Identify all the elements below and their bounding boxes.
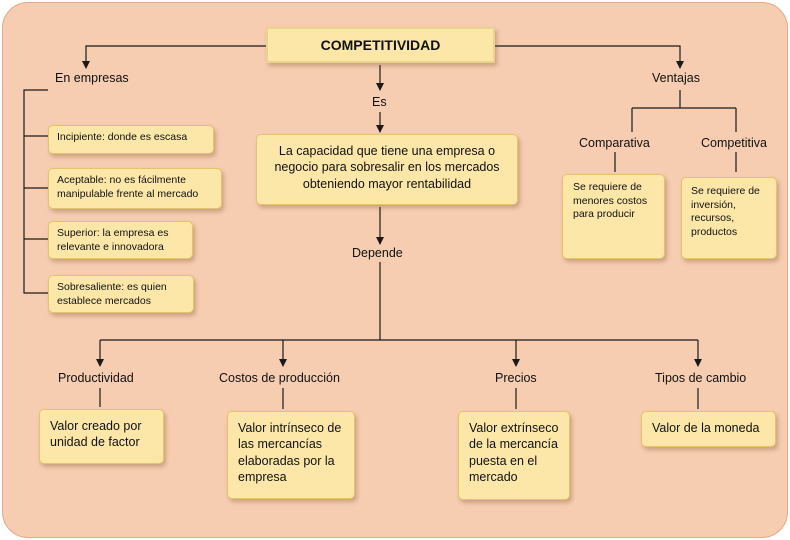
costos-produccion-text: Valor intrínseco de las mercancías elabo… (238, 421, 342, 484)
label-competitiva: Competitiva (701, 136, 767, 150)
label-comparativa: Comparativa (579, 136, 650, 150)
connector-title-to-ventajas (495, 45, 684, 69)
main-title: COMPETITIVIDAD (320, 36, 441, 53)
precios-text: Valor extrínseco de la mercancía puesta … (469, 421, 559, 484)
level-superior-box: Superior: la empresa es relevante e inno… (48, 221, 193, 259)
level-incipiente-text: Incipiente: donde es escasa (57, 131, 188, 143)
productividad-box: Valor creado por unidad de factor (39, 409, 164, 464)
connector-empresas-bracket (23, 89, 48, 294)
level-incipiente-box: Incipiente: donde es escasa (48, 125, 214, 154)
level-sobresaliente-text: Sobresaliente: es quien establece mercad… (57, 281, 167, 307)
precios-box: Valor extrínseco de la mercancía puesta … (458, 411, 570, 500)
level-aceptable-box: Aceptable: no es fácilmente manipulable … (48, 168, 222, 209)
competitiva-text: Se requiere de inversión, recursos, prod… (691, 185, 760, 238)
label-costos-produccion: Costos de producción (219, 371, 340, 385)
definition-box: La capacidad que tiene una empresa o neg… (256, 134, 518, 205)
label-precios: Precios (495, 371, 537, 385)
level-sobresaliente-box: Sobresaliente: es quien establece mercad… (48, 275, 194, 313)
level-aceptable-text: Aceptable: no es fácilmente manipulable … (57, 174, 199, 200)
label-es: Es (372, 95, 387, 109)
label-productividad: Productividad (58, 371, 134, 385)
connector-ventajas-split (631, 90, 737, 132)
tipos-cambio-box: Valor de la moneda (641, 411, 776, 447)
label-tipos-cambio: Tipos de cambio (655, 371, 747, 385)
main-title-box: COMPETITIVIDAD (266, 27, 495, 63)
label-depende: Depende (352, 246, 403, 260)
comparativa-text: Se requiere de menores costos para produ… (573, 181, 648, 221)
label-ventajas: Ventajas (652, 71, 700, 85)
definition-text: La capacidad que tiene una empresa o neg… (274, 144, 500, 191)
productividad-text: Valor creado por unidad de factor (50, 419, 142, 450)
competitiva-box: Se requiere de inversión, recursos, prod… (681, 177, 777, 259)
comparativa-box: Se requiere de menores costos para produ… (562, 174, 665, 259)
level-superior-text: Superior: la empresa es relevante e inno… (57, 227, 169, 253)
connector-title-to-empresas (82, 45, 266, 69)
label-en-empresas: En empresas (55, 71, 129, 85)
costos-produccion-box: Valor intrínseco de las mercancías elabo… (227, 411, 355, 499)
tipos-cambio-text: Valor de la moneda (652, 421, 760, 435)
